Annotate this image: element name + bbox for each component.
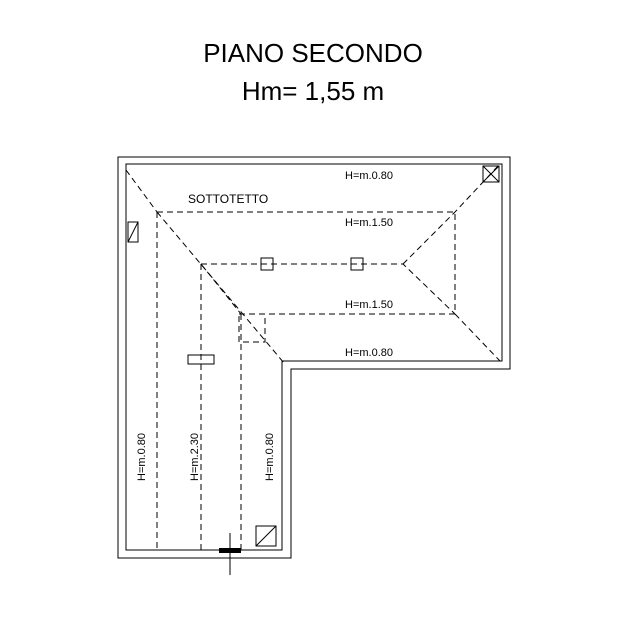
- inner-wall: [125, 163, 503, 551]
- window-bottom-right: [255, 525, 277, 547]
- window-left-diag: [127, 221, 139, 243]
- roof-ridge-line: [201, 263, 456, 315]
- height-label-left-edge: H=m.0.80: [136, 433, 148, 481]
- roof-ridge-left-diag: [200, 263, 242, 315]
- roof-hip-line-right-bottom: [454, 313, 501, 362]
- height-label-right-edge: H=m.0.80: [264, 433, 276, 481]
- height-label-center: H=m.2.30: [189, 433, 201, 481]
- height-label-upper-ridge: H=m.1.50: [345, 217, 393, 229]
- plan-title: PIANO SECONDO: [203, 38, 423, 68]
- window-bottom-right-diag: [255, 525, 277, 547]
- chimney-rect: [187, 354, 215, 365]
- corner-box-top-right: [482, 165, 500, 183]
- roof-opening-dashed: [238, 313, 266, 343]
- room-label-sottotetto: SOTTOTETTO: [188, 192, 268, 206]
- roof-hip-line-inner-corner: [156, 211, 285, 364]
- roof-hip-line-top-left: [125, 169, 158, 213]
- height-label-top-edge: H=m.0.80: [345, 170, 393, 182]
- vent-square-right: [350, 257, 364, 271]
- outer-wall: [117, 156, 511, 559]
- corner-box-x-2: [482, 165, 500, 183]
- roof-upper-ridge-rect: [157, 211, 456, 315]
- vent-square-left: [260, 257, 274, 271]
- window-left: [127, 221, 139, 243]
- roof-ridge-line-diag: [402, 211, 456, 265]
- plan-subtitle: Hm= 1,55 m: [241, 76, 385, 106]
- height-label-inner-edge: H=m.0.80: [345, 347, 393, 359]
- height-label-lower-ridge: H=m.1.50: [345, 299, 393, 311]
